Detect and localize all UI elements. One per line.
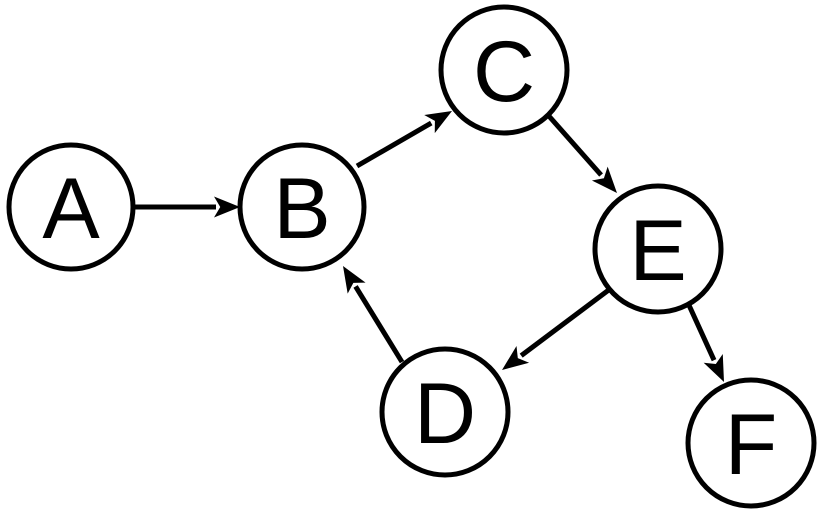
node-d[interactable]: D: [379, 346, 511, 478]
node-label: F: [725, 397, 778, 493]
edge-e-to-f: [685, 301, 724, 382]
arrowhead-icon: [424, 111, 452, 134]
arrowhead-icon: [591, 166, 617, 193]
node-circle[interactable]: [438, 4, 570, 136]
node-circle[interactable]: [6, 142, 136, 272]
edge-line: [353, 285, 405, 364]
edges-layer: [133, 111, 724, 382]
edge-c-to-e: [546, 113, 617, 193]
node-label: D: [414, 366, 476, 462]
edge-line: [685, 301, 717, 362]
edge-line: [519, 287, 612, 358]
edge-line: [546, 113, 603, 177]
node-c[interactable]: C: [438, 4, 570, 136]
node-label: C: [473, 24, 535, 120]
node-circle[interactable]: [592, 183, 724, 315]
arrowhead-icon: [703, 353, 724, 382]
arrowhead-icon: [214, 196, 240, 218]
node-circle[interactable]: [379, 346, 511, 478]
node-label: A: [42, 161, 100, 257]
arrowhead-icon: [343, 266, 366, 294]
node-circle[interactable]: [685, 377, 817, 509]
node-label: B: [273, 161, 330, 257]
edge-e-to-d: [502, 287, 612, 370]
node-f[interactable]: F: [685, 377, 817, 509]
node-b[interactable]: B: [237, 142, 367, 272]
node-a[interactable]: A: [6, 142, 136, 272]
node-e[interactable]: E: [592, 183, 724, 315]
edge-a-to-b: [133, 196, 240, 218]
nodes-layer: A B C D E F: [6, 4, 817, 509]
edge-line: [355, 120, 433, 169]
arrowhead-icon: [502, 346, 530, 370]
node-circle[interactable]: [237, 142, 367, 272]
edge-b-to-c: [355, 111, 452, 169]
edge-d-to-b: [343, 266, 405, 364]
node-label: E: [629, 203, 686, 299]
